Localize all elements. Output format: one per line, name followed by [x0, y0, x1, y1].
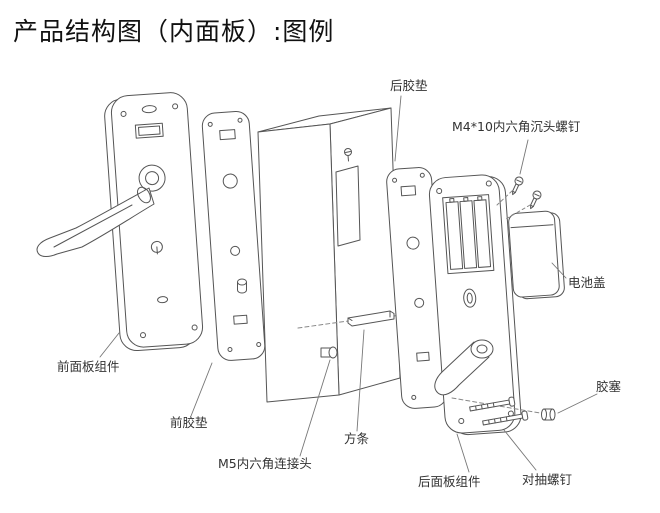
battery-cover-drawing [508, 210, 565, 300]
square-bar-drawing [347, 310, 395, 327]
m5-connector-drawing [320, 346, 338, 359]
m4-screw-icon [512, 176, 524, 196]
label-rubber-plug: 胶塞 [596, 379, 622, 394]
door-front-face [257, 123, 340, 403]
battery-compartment [442, 194, 495, 275]
rubber-plug-drawing [541, 408, 556, 421]
label-m4-screw: M4*10内六角沉头螺钉 [452, 119, 581, 134]
page-title: 产品结构图（内面板）:图例 [13, 17, 335, 46]
label-m5-connector: M5内六角连接头 [218, 456, 312, 471]
front-panel-window [134, 122, 164, 139]
rear-handle-hub [470, 339, 494, 359]
m4-screw-icon [530, 190, 542, 210]
front-handle [36, 187, 155, 257]
thumb-turn [463, 288, 477, 308]
label-square-bar: 方条 [344, 431, 370, 446]
label-rear-panel: 后面板组件 [418, 474, 481, 489]
latch-pin-drawing [237, 278, 247, 294]
front-panel-top-slot [141, 105, 157, 114]
front-panel-assembly-drawing [36, 92, 204, 352]
label-battery-cover: 电池盖 [568, 275, 606, 290]
m4-screws-drawing [496, 176, 542, 220]
label-rear-gasket: 后胶垫 [390, 78, 428, 93]
front-gasket-drawing [201, 111, 266, 361]
front-handle-hub [138, 164, 166, 192]
label-front-panel: 前面板组件 [57, 359, 120, 374]
label-pull-screw: 对抽螺钉 [522, 472, 573, 487]
door-mortise-slot [335, 165, 361, 247]
leader-lines [99, 95, 598, 473]
pull-screw-icon [469, 396, 516, 412]
pull-screws-drawing [469, 396, 529, 426]
pull-screw-icon [482, 410, 529, 426]
door-block-drawing [237, 107, 401, 403]
batteries [445, 196, 492, 270]
rear-panel-assembly-drawing [428, 174, 522, 436]
label-front-gasket: 前胶垫 [170, 415, 208, 430]
door-right-face [329, 107, 401, 396]
small-screw-icon [344, 148, 352, 162]
